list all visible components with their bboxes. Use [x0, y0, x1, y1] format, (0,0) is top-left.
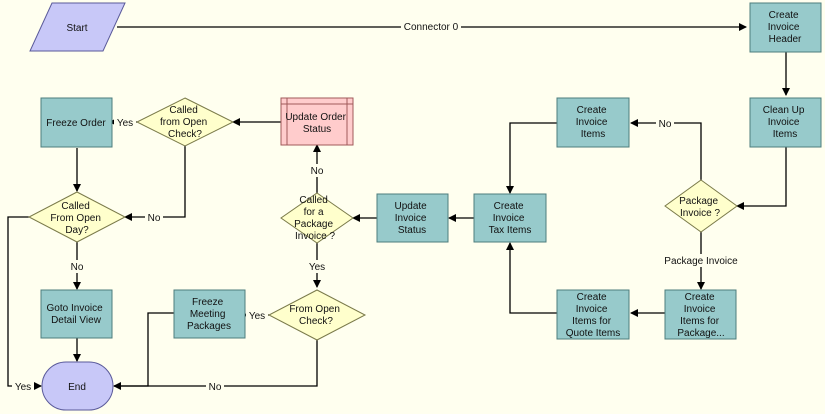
- node-called-for-package-invoice[interactable]: Called for a Package Invoice ?: [280, 192, 354, 244]
- node-create-invoice-header-label: Create Invoice Header: [768, 10, 802, 45]
- node-create-items-for-package[interactable]: Create Invoice Items for Package...: [664, 289, 737, 340]
- node-create-items-for-quote[interactable]: Create Invoice Items for Quote Items: [556, 289, 630, 340]
- edge-from-open-check-no: [114, 340, 318, 387]
- edge-freeze-meeting-to-end: [113, 312, 174, 390]
- node-goto-invoice-detail-view-label: Goto Invoice Detail View: [47, 303, 106, 326]
- edge-label-yes-freeze-order: Yes: [117, 118, 133, 129]
- edge-quote-to-tax: [506, 242, 557, 314]
- node-create-items-for-quote-label: Create Invoice Items for Quote Items: [566, 292, 620, 339]
- node-freeze-meeting-packages-label: Freeze Meeting Packages: [187, 297, 231, 332]
- node-update-order-status-label: Update Order Status: [285, 112, 348, 135]
- edge-open-day-yes: [7, 216, 42, 390]
- edge-label-no-package: No: [659, 119, 672, 130]
- node-called-from-open-check[interactable]: Called from Open Check?: [135, 97, 235, 147]
- node-create-invoice-header[interactable]: Create Invoice Header: [749, 2, 822, 53]
- node-end[interactable]: End: [41, 361, 114, 411]
- node-goto-invoice-detail-view[interactable]: Goto Invoice Detail View: [40, 289, 113, 339]
- edge-label-no-called-package: No: [311, 166, 324, 177]
- node-clean-up-invoice-items[interactable]: Clean Up Invoice Items: [749, 97, 822, 148]
- node-from-open-check-label: From Open Check?: [289, 304, 342, 327]
- node-create-invoice-items[interactable]: Create Invoice Items: [556, 97, 630, 148]
- node-called-from-open-check-label: Called from Open Check?: [160, 105, 210, 140]
- edge-label-package-invoice: Package Invoice: [664, 256, 738, 267]
- edge-label-yes-open-day: Yes: [15, 382, 31, 393]
- edge-label-no-open-check: No: [148, 213, 161, 224]
- edge-label-no-from-open-check: No: [209, 382, 222, 393]
- node-create-invoice-tax-items[interactable]: Create Invoice Tax Items: [473, 193, 547, 243]
- node-freeze-order[interactable]: Freeze Order: [40, 97, 113, 148]
- edge-label-yes-freeze-meeting: Yes: [249, 311, 265, 322]
- edge-items-to-tax: [506, 122, 557, 194]
- node-package-invoice-decision[interactable]: Package Invoice ?: [664, 179, 738, 233]
- node-freeze-order-label: Freeze Order: [46, 118, 106, 129]
- node-package-invoice-decision-label: Package Invoice ?: [679, 196, 721, 219]
- edge-label-yes-called-package: Yes: [309, 262, 325, 273]
- node-update-invoice-status[interactable]: Update Invoice Status: [376, 193, 449, 243]
- node-clean-up-invoice-items-label: Clean Up Invoice Items: [763, 105, 807, 140]
- edge-labels: Connector 0 No Package Invoice No Yes Ye…: [12, 20, 741, 393]
- node-called-for-package-invoice-label: Called for a Package Invoice ?: [294, 195, 336, 242]
- edge-open-check-no: [124, 146, 186, 221]
- edge-cleanup-to-package-decision: [736, 147, 787, 210]
- node-end-label: End: [68, 382, 86, 393]
- edge-package-decision-no: [630, 119, 702, 180]
- node-called-from-open-day-label: Called From Open Day?: [50, 201, 103, 236]
- node-create-items-for-package-label: Create Invoice Items for Package...: [677, 292, 724, 339]
- node-start[interactable]: Start: [29, 2, 126, 52]
- node-update-invoice-status-label: Update Invoice Status: [394, 201, 429, 236]
- node-from-open-check[interactable]: From Open Check?: [267, 289, 367, 341]
- edge-label-connector-0: Connector 0: [404, 22, 459, 33]
- node-start-label: Start: [66, 23, 87, 34]
- edge-label-no-open-day: No: [71, 262, 84, 273]
- node-freeze-meeting-packages[interactable]: Freeze Meeting Packages: [173, 289, 246, 339]
- node-create-invoice-tax-items-label: Create Invoice Tax Items: [489, 201, 532, 236]
- node-called-from-open-day[interactable]: Called From Open Day?: [27, 191, 127, 243]
- node-update-order-status[interactable]: Update Order Status: [280, 97, 354, 146]
- node-create-invoice-items-label: Create Invoice Items: [576, 105, 610, 140]
